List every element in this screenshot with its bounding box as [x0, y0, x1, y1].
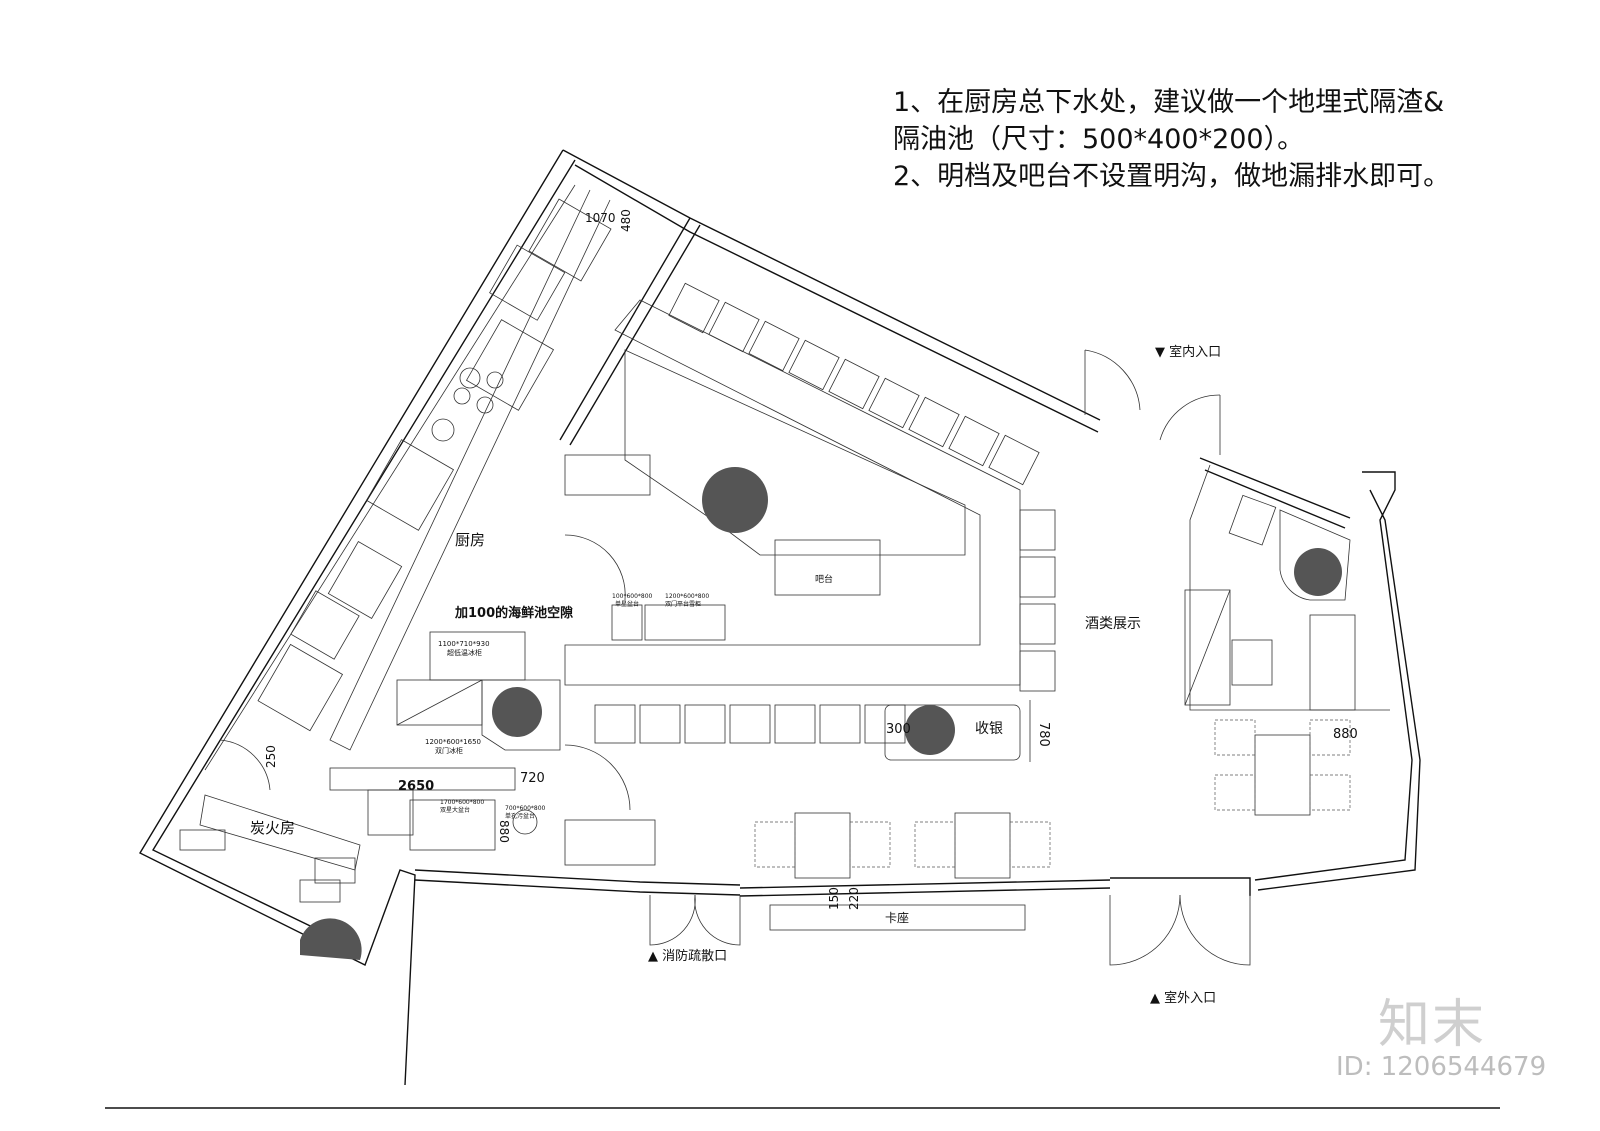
bar-stool	[868, 377, 920, 429]
bar-stool	[988, 434, 1040, 486]
svg-text:880: 880	[497, 820, 511, 843]
spec-mop-sink: 700*600*800	[505, 805, 546, 812]
note-1: 1、在厨房总下水处，建议做一个地埋式隔渣&隔油池（尺寸：500*400*200）…	[893, 87, 1445, 155]
bar-stool	[594, 704, 636, 744]
spec-fridge: 1200*600*1650	[425, 738, 481, 746]
spec-freezer-name: 超低温冰柜	[447, 648, 482, 657]
label-indoor-entrance: ▼ 室内入口	[1155, 344, 1221, 360]
label-outdoor-entrance: ▲ 室外入口	[1150, 990, 1216, 1006]
spec-flat-fridge-name: 双门平台雪柜	[665, 600, 701, 608]
svg-text:250: 250	[264, 745, 278, 768]
svg-text:720: 720	[520, 771, 545, 786]
label-charcoal-room: 炭火房	[250, 819, 295, 837]
note-2: 2、明档及吧台不设置明沟，做地漏排水即可。	[893, 161, 1451, 192]
kitchen-counters	[204, 184, 612, 771]
svg-text:220: 220	[847, 887, 861, 910]
bar-stool	[1019, 509, 1056, 551]
label-seafood-gap: 加100的海鲜池空隙	[454, 605, 573, 621]
bar-stool	[748, 320, 800, 372]
bar-stool	[1019, 650, 1056, 692]
spec-mop-sink-name: 单孔污盆台	[505, 812, 535, 820]
watermark-id: ID: 1206544679	[1336, 1052, 1547, 1082]
bar-stool	[639, 704, 681, 744]
label-kitchen: 厨房	[455, 531, 485, 549]
label-booth: 卡座	[885, 910, 909, 925]
bar-stool	[684, 704, 726, 744]
label-cashier: 收银	[975, 721, 1003, 737]
spec-double-sink: 1700*600*800	[440, 799, 484, 806]
svg-text:300: 300	[886, 722, 911, 737]
cashier-area	[884, 700, 1031, 762]
svg-text:480: 480	[619, 209, 633, 232]
bar-stool	[948, 415, 1000, 467]
svg-text:780: 780	[1036, 722, 1051, 747]
design-notes: 1、在厨房总下水处，建议做一个地埋式隔渣&隔油池（尺寸：500*400*200）…	[893, 84, 1463, 195]
label-bar: 吧台	[815, 573, 833, 585]
spec-flat-fridge: 1200*600*800	[665, 593, 709, 600]
svg-text:150: 150	[827, 887, 841, 910]
spec-sink-name: 单星盆台	[615, 600, 639, 608]
outer-walls	[139, 149, 1421, 1086]
booth-tables	[754, 812, 1051, 931]
spec-double-sink-name: 双星大盆台	[440, 806, 470, 814]
bar-stool	[668, 282, 720, 334]
bar-stool	[1019, 556, 1056, 598]
spec-sink: 100*600*800	[612, 593, 653, 600]
bar-counter	[564, 299, 1021, 686]
doors	[219, 349, 1251, 966]
labels: 厨房 炭火房 酒类展示 收银 吧台 卡座 加100的海鲜池空隙 ▼ 室内入口 ▲…	[250, 344, 1221, 1006]
bar-stool	[729, 704, 771, 744]
svg-text:2650: 2650	[398, 779, 434, 794]
column	[492, 687, 542, 737]
bar-stools	[594, 282, 1056, 744]
bar-stool	[708, 301, 760, 353]
right-room	[1184, 464, 1390, 816]
svg-text:1070: 1070	[585, 211, 616, 225]
bar-stool	[819, 704, 861, 744]
charcoal-room	[179, 794, 362, 960]
bar-stool	[908, 396, 960, 448]
spec-freezer: 1100*710*930	[438, 640, 490, 648]
dimensions: 1070 480 250 2650 720 880 300 780 150 22…	[264, 209, 1358, 910]
kitchen-island	[329, 631, 656, 866]
spec-fridge-name: 双门冰柜	[435, 746, 463, 755]
bar-stool	[1019, 603, 1056, 645]
label-fire-exit: ▲ 消防疏散口	[648, 948, 727, 964]
bar-stool	[788, 339, 840, 391]
watermark-logo: 知末	[1378, 995, 1487, 1055]
bar-stool	[774, 704, 816, 744]
svg-text:880: 880	[1333, 727, 1358, 742]
label-wine-display: 酒类展示	[1085, 616, 1141, 632]
bar-stool	[828, 358, 880, 410]
